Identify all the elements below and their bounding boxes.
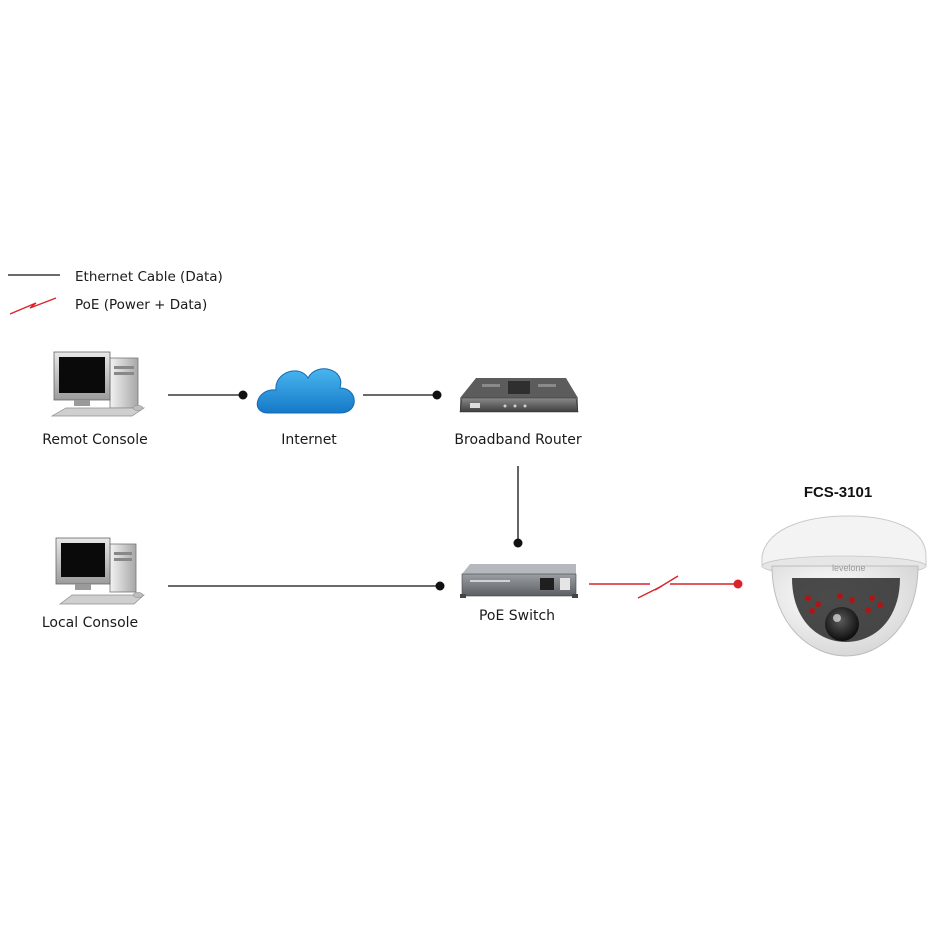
desktop-computer-icon: [55, 537, 145, 605]
dome-camera-icon: levelone: [761, 515, 927, 657]
remote-console-label: Remot Console: [42, 432, 148, 448]
camera-model-label: FCS-3101: [803, 484, 873, 501]
legend-poe-line: [9, 297, 57, 315]
link-switch-camera-poe: [589, 575, 743, 599]
local-console-label: Local Console: [41, 615, 139, 631]
internet-label: Internet: [281, 432, 337, 448]
cloud-icon: [256, 368, 355, 414]
router-icon: [459, 378, 579, 413]
link-dot: [513, 538, 523, 548]
link-dot: [432, 390, 442, 400]
desktop-computer-icon: [50, 351, 146, 417]
svg-text:levelone: levelone: [832, 563, 866, 573]
link-dot: [238, 390, 248, 400]
poe-switch-label: PoE Switch: [478, 608, 556, 624]
legend-poe-label: PoE (Power + Data): [75, 297, 208, 313]
link-dot: [435, 581, 445, 591]
router-label: Broadband Router: [454, 432, 582, 448]
legend-ethernet-label: Ethernet Cable (Data): [75, 269, 223, 285]
switch-icon: [460, 564, 578, 598]
